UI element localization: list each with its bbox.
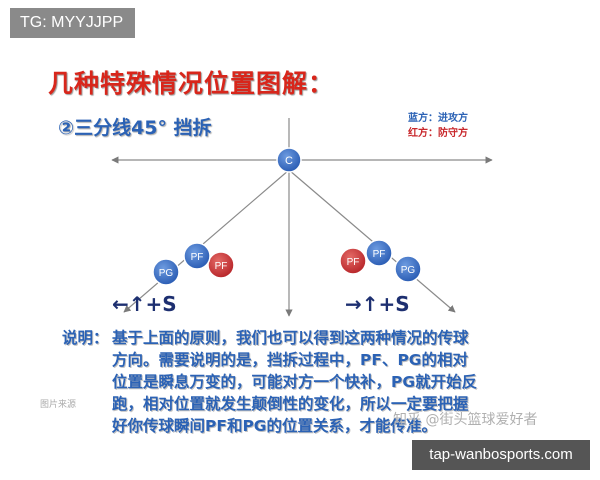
legend: 蓝方：进攻方 红方：防守方 [408,111,468,141]
description-line: 跑，相对位置就发生颠倒性的变化，所以一定要把握 [112,395,469,413]
svg-text:C: C [285,155,293,167]
svg-text:PG: PG [159,268,174,279]
player-center: C [276,147,302,173]
top-tag: TG: MYYJJPP [10,8,135,38]
description-line: 好你传球瞬间PF和PG的位置关系，才能传准。 [112,417,438,435]
watermark-right: 知乎 @街头篮球爱好者 [393,412,538,428]
player-right-red: PF [339,247,367,275]
player-right-pg: PG [394,255,422,283]
diagram-subtitle: ②三分线45° 挡拆 [58,117,212,139]
description-prefix: 说明： [62,329,109,347]
svg-text:PG: PG [401,265,416,276]
diagram-title: 几种特殊情况位置图解： [48,69,335,98]
legend-offense: 蓝方：进攻方 [408,113,468,124]
move-right: →↑+S [345,292,410,316]
move-left: ←↑+S [112,292,177,316]
description-line: 方向。需要说明的是，挡拆过程中，PF、PG的相对 [112,351,469,369]
bottom-tag[interactable]: tap-wanbosports.com [412,440,590,470]
player-right-pf: PF [365,239,393,267]
player-left-pg: PG [152,258,180,286]
svg-text:PF: PF [347,257,360,268]
description-line: 位置是瞬息万变的，可能对方一个快补，PG就开始反 [112,373,478,391]
player-left-red: PF [207,251,235,279]
svg-text:PF: PF [373,249,386,260]
player-left-pf: PF [183,242,211,270]
svg-text:PF: PF [215,261,228,272]
watermark-left: 图片来源 [40,400,77,410]
right-diagonal [288,169,456,313]
svg-text:PF: PF [191,252,204,263]
legend-defense: 红方：防守方 [408,128,468,139]
left-diagonal [123,169,290,313]
description-line: 基于上面的原则，我们也可以得到这两种情况的传球 [112,329,469,347]
